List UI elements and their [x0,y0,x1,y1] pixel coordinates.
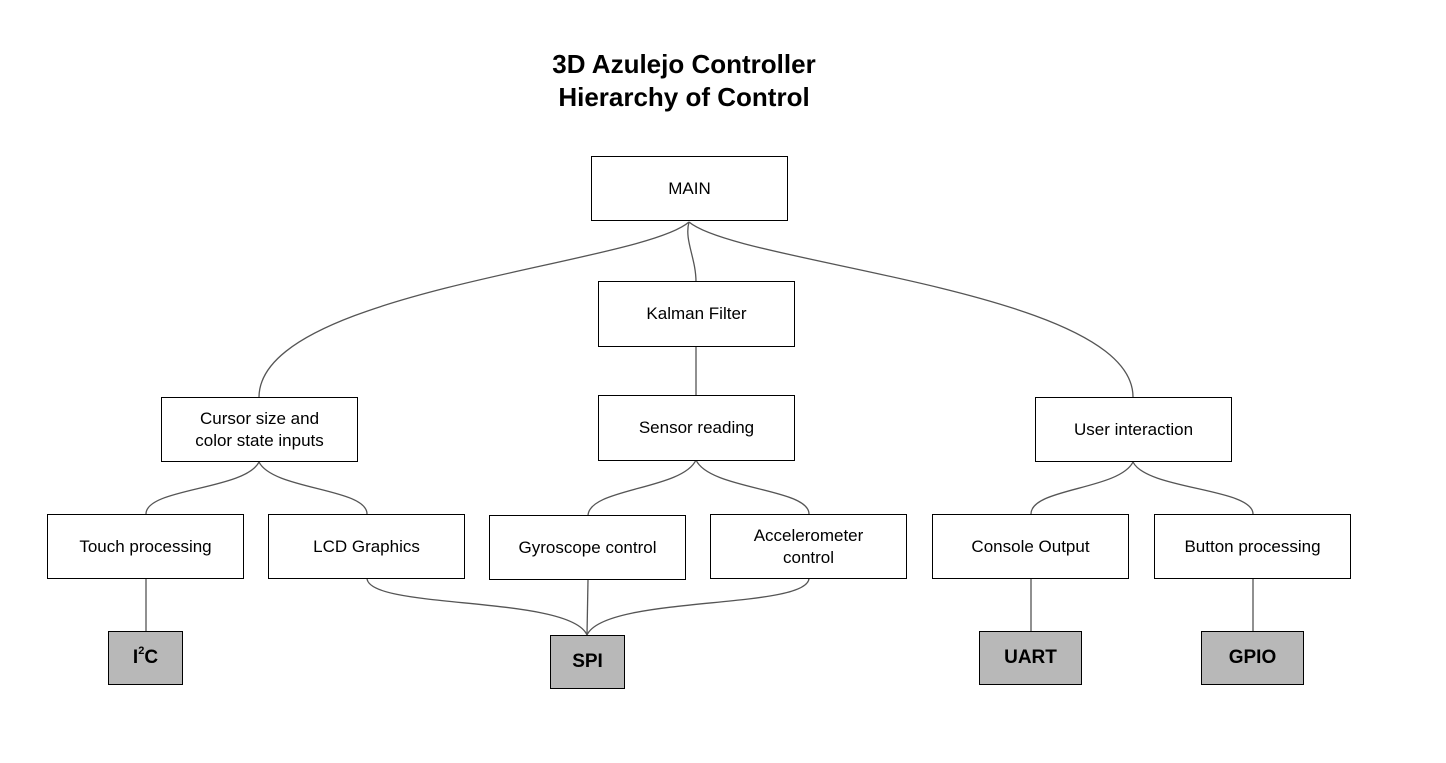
bus-i2c-label: I2C [132,644,159,668]
bus-gpio-label: GPIO [1228,647,1277,668]
title-line-2: Hierarchy of Control [558,82,810,112]
node-main-label: MAIN [668,178,711,198]
edge-user-console [1030,461,1134,515]
bus-i2c: I2C [108,631,183,685]
node-accel-label-2: control [782,547,835,567]
edge-cursor-lcd [258,461,368,515]
title-line-1: 3D Azulejo Controller [552,49,816,79]
node-console-label: Console Output [971,536,1090,556]
edge-main-kalman [687,221,697,283]
node-cursor-label-2: color state inputs [195,430,324,450]
bus-spi-label: SPI [572,651,603,672]
node-cursor-state-inputs: Cursor size and color state inputs [161,397,358,462]
node-touch-label: Touch processing [79,536,212,556]
edge-lcd-spi [366,577,588,636]
bus-gpio: GPIO [1201,631,1304,685]
bus-uart: UART [979,631,1082,685]
bus-uart-label: UART [1004,647,1057,668]
edge-main-user [688,221,1134,398]
node-sensor-reading: Sensor reading [598,395,795,461]
node-user-label: User interaction [1073,419,1194,439]
node-user-interaction: User interaction [1035,397,1232,462]
node-lcd-label: LCD Graphics [313,536,420,556]
edge-sensor-accel [695,459,810,515]
node-main: MAIN [591,156,788,221]
node-button-label: Button processing [1184,536,1321,556]
bus-spi: SPI [550,635,625,689]
edge-accel-spi [586,577,810,636]
edge-sensor-gyro [587,459,697,517]
edge-gyro-spi [586,579,589,636]
node-kalman-filter: Kalman Filter [598,281,795,347]
node-cursor-label-1: Cursor size and [199,408,320,428]
node-touch-processing: Touch processing [47,514,244,579]
node-lcd-graphics: LCD Graphics [268,514,465,579]
edge-main-cursor [258,221,690,398]
node-button-processing: Button processing [1154,514,1351,579]
node-sensor-label: Sensor reading [638,418,755,437]
node-console-output: Console Output [932,514,1129,579]
edge-user-button [1132,461,1254,515]
node-gyro-label: Gyroscope control [518,537,657,557]
diagram-title: 3D Azulejo Controller Hierarchy of Contr… [484,48,884,114]
node-kalman-label: Kalman Filter [646,304,747,323]
node-accel-label-1: Accelerometer [753,525,864,545]
node-accelerometer-control: Accelerometer control [710,514,907,579]
edge-cursor-touch [145,461,260,515]
node-gyroscope-control: Gyroscope control [489,515,686,580]
